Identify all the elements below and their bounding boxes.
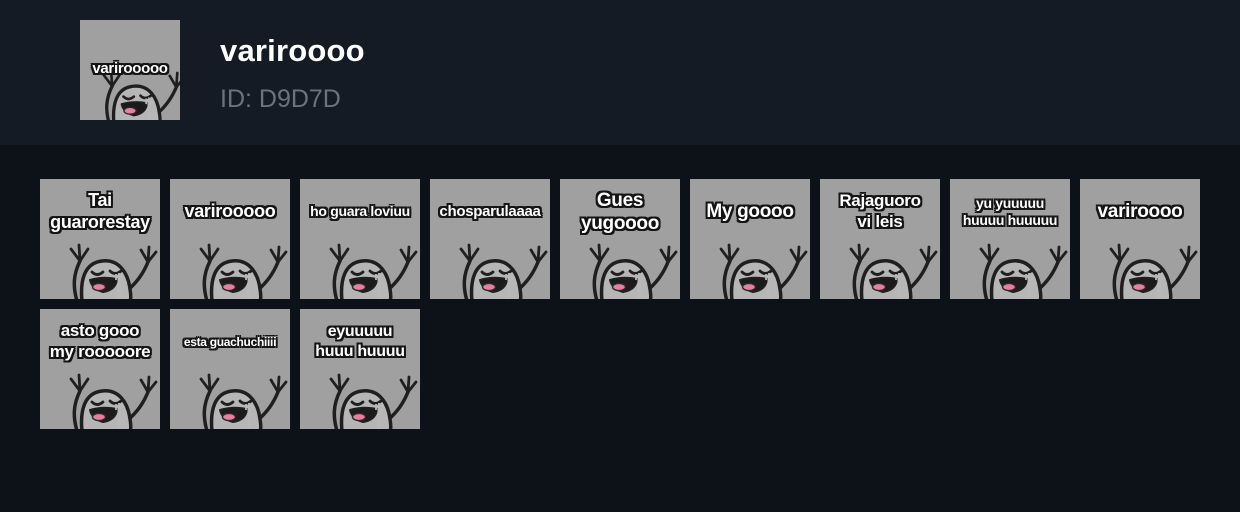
sticker-tile[interactable]: ho guara loviuu — [300, 179, 420, 299]
sticker-caption-line1: yu yuuuuu — [975, 194, 1045, 211]
sticker-caption-line2: huuuu huuuuu — [962, 212, 1058, 228]
sticker-caption: My goooo — [690, 179, 810, 239]
sticker-tile[interactable]: asto gooo my rooooore — [40, 309, 160, 429]
flork-raised-arms-icon — [40, 359, 160, 429]
sticker-tile[interactable]: esta guachuchiiii — [170, 309, 290, 429]
sticker-tile[interactable]: Gues yugoooo — [560, 179, 680, 299]
sticker-caption-line2: guarorestay — [50, 212, 150, 232]
sticker-caption: Rajaguoro vi leis — [820, 179, 940, 239]
sticker-tile[interactable]: variroooo — [1080, 179, 1200, 299]
flork-raised-arms-icon — [170, 229, 290, 299]
sticker-caption-line2: my rooooore — [49, 342, 151, 361]
pack-thumbnail: varirooooo — [80, 20, 180, 120]
flork-raised-arms-icon — [300, 229, 420, 299]
thumbnail-caption: varirooooo — [80, 20, 180, 96]
main-area: Tai guarorestay varirooooo ho guara lovi… — [0, 145, 1240, 512]
sticker-tile[interactable]: eyuuuuu huuu huuuu — [300, 309, 420, 429]
pack-header: varirooooo variroooo ID: D9D7D — [0, 0, 1240, 145]
flork-raised-arms-icon — [430, 229, 550, 299]
flork-raised-arms-icon — [950, 229, 1070, 299]
flork-raised-arms-icon — [300, 359, 420, 429]
sticker-caption-line1: asto gooo — [60, 321, 140, 341]
sticker-caption-line2: yugoooo — [580, 213, 660, 234]
flork-raised-arms-icon — [170, 359, 290, 429]
sticker-caption-line1: variroooo — [1097, 201, 1183, 223]
sticker-caption: varirooooo — [170, 179, 290, 239]
flork-raised-arms-icon — [690, 229, 810, 299]
page-title: variroooo — [220, 33, 365, 68]
sticker-caption-line1: ho guara loviuu — [310, 203, 410, 220]
sticker-caption-line1: Rajaguoro — [839, 191, 921, 211]
sticker-caption-line1: Gues — [596, 189, 644, 211]
thumbnail-caption-text: varirooooo — [92, 59, 168, 77]
sticker-caption-line2: vi leis — [857, 212, 903, 231]
sticker-caption-line1: chosparulaaaa — [439, 202, 541, 220]
flork-raised-arms-icon — [1080, 229, 1200, 299]
sticker-caption-line1: varirooooo — [184, 201, 276, 222]
flork-raised-arms-icon — [820, 229, 940, 299]
sticker-caption-line1: Tai — [88, 190, 112, 211]
sticker-tile[interactable]: chosparulaaaa — [430, 179, 550, 299]
sticker-tile[interactable]: Rajaguoro vi leis — [820, 179, 940, 299]
sticker-caption: eyuuuuu huuu huuuu — [300, 309, 420, 369]
sticker-tile[interactable]: varirooooo — [170, 179, 290, 299]
sticker-caption: ho guara loviuu — [300, 179, 420, 239]
sticker-caption-line2: huuu huuuu — [315, 343, 405, 360]
sticker-caption-line1: My goooo — [706, 201, 794, 223]
sticker-tile[interactable]: My goooo — [690, 179, 810, 299]
sticker-caption: yu yuuuuu huuuu huuuuu — [950, 179, 1070, 239]
flork-raised-arms-icon — [560, 229, 680, 299]
sticker-tile[interactable]: yu yuuuuu huuuu huuuuu — [950, 179, 1070, 299]
sticker-caption: Tai guarorestay — [40, 179, 160, 239]
flork-raised-arms-icon — [40, 229, 160, 299]
sticker-caption: Gues yugoooo — [560, 179, 680, 239]
sticker-caption: asto gooo my rooooore — [40, 309, 160, 369]
sticker-grid: Tai guarorestay varirooooo ho guara lovi… — [40, 179, 1210, 429]
sticker-caption-line1: esta guachuchiiii — [183, 334, 277, 349]
header-text: variroooo ID: D9D7D — [220, 33, 365, 114]
pack-id: ID: D9D7D — [220, 85, 341, 114]
sticker-caption: esta guachuchiiii — [170, 309, 290, 369]
sticker-caption: chosparulaaaa — [430, 179, 550, 239]
sticker-caption-line1: eyuuuuu — [327, 323, 393, 341]
sticker-tile[interactable]: Tai guarorestay — [40, 179, 160, 299]
sticker-caption: variroooo — [1080, 179, 1200, 239]
